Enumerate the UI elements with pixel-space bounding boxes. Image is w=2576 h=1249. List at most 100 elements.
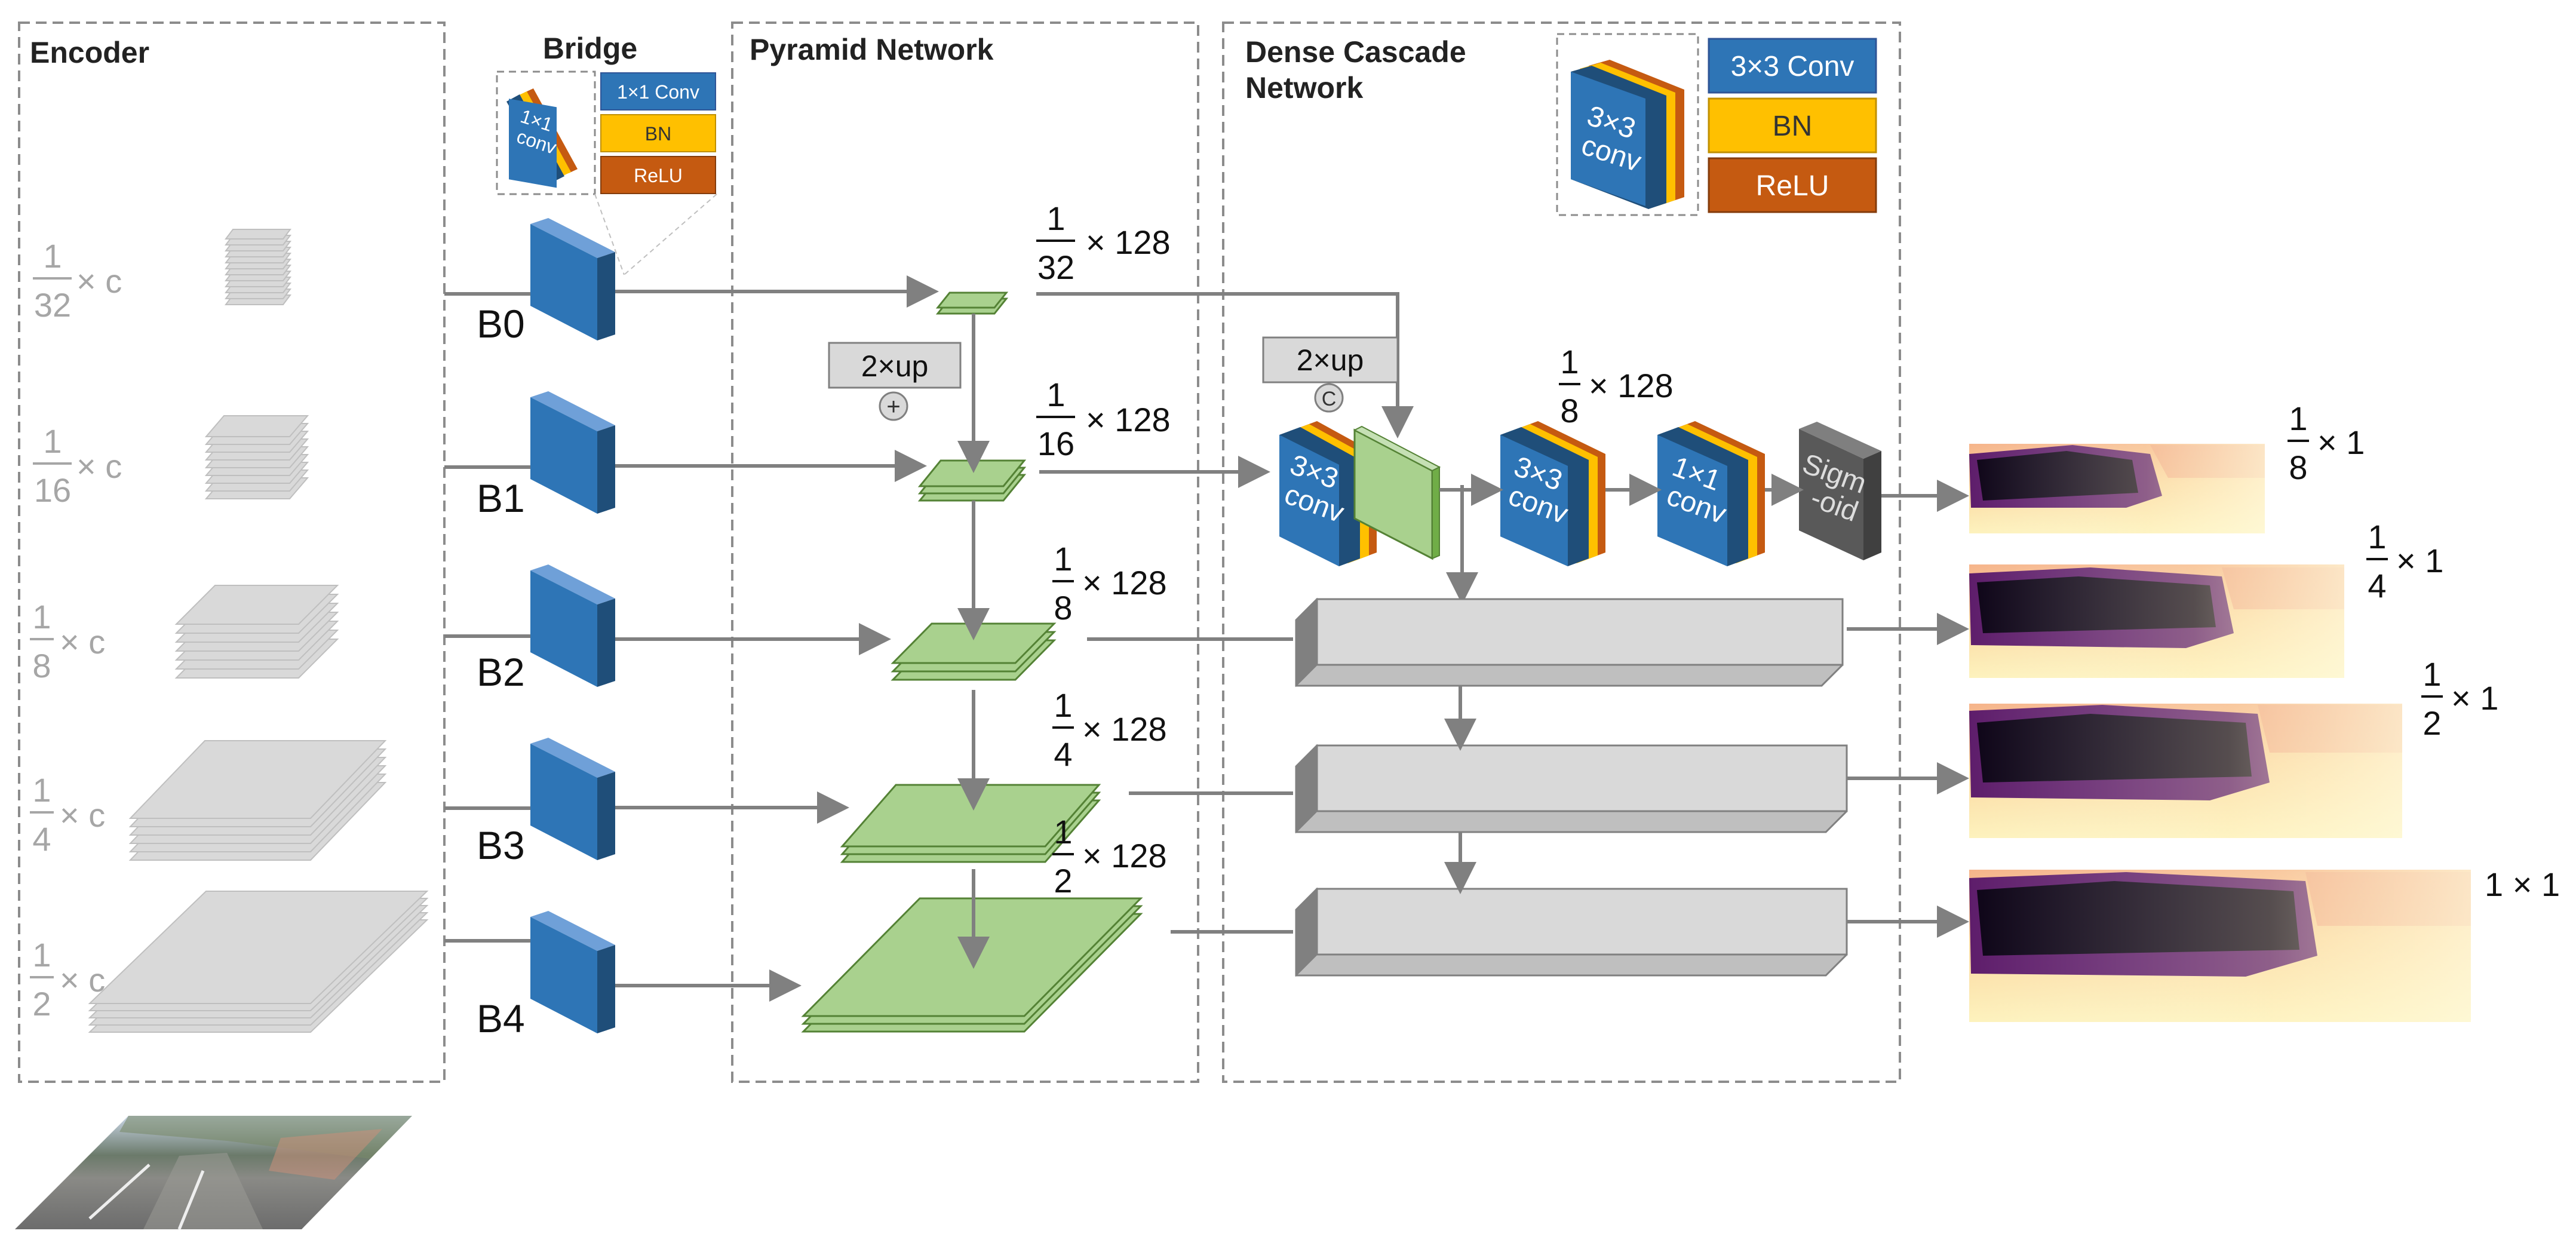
dense-sigmoid-block: Sigm -oid bbox=[1798, 422, 1881, 560]
encoder-scale-4: 1 2 × c bbox=[30, 936, 105, 1023]
encoder-scale-0-num: 1 bbox=[43, 237, 62, 275]
bridge-legend-conv-label: 1×1 Conv bbox=[617, 81, 699, 103]
pyramid-feature-1 bbox=[917, 459, 1027, 502]
bridge-legend: 1×1 conv 1×1 Conv BN ReLU bbox=[496, 70, 717, 275]
output-scale-2-suffix: × 1 bbox=[2451, 679, 2498, 717]
pyramid-scale-2: 1 8 × 128 bbox=[1052, 540, 1167, 627]
pyramid-scale-0: 1 32 × 128 bbox=[1036, 200, 1171, 286]
dense-title-line1: Dense Cascade bbox=[1245, 35, 1466, 69]
pyramid-frame bbox=[731, 22, 1199, 1083]
dense-conv1x1-block: 1×1 conv bbox=[1657, 421, 1765, 566]
pyramid-scale-2-den: 8 bbox=[1054, 589, 1072, 627]
dense-cascade-arrows bbox=[1444, 613, 1969, 938]
bridge-label-b3: B3 bbox=[477, 823, 525, 867]
output-scale-1: 1 4 × 1 bbox=[2366, 518, 2443, 604]
pyramid-to-dense-links bbox=[1036, 292, 1414, 934]
encoder-feature-stack-2 bbox=[174, 585, 339, 679]
output-scale-0-suffix: × 1 bbox=[2317, 424, 2365, 461]
pyramid-scale-4-suffix: × 128 bbox=[1082, 837, 1167, 874]
output-scale-2: 1 2 × 1 bbox=[2421, 655, 2498, 742]
encoder-scale-0: 1 32 × c bbox=[33, 237, 122, 324]
output-scale-3-suffix: 1 × 1 bbox=[2485, 866, 2560, 903]
input-image bbox=[15, 1116, 412, 1230]
pyramid-feature-0 bbox=[935, 291, 1009, 315]
encoder-scale-1-suffix: × c bbox=[76, 447, 122, 485]
encoder-scale-4-den: 2 bbox=[32, 985, 51, 1023]
pyramid-scale-2-suffix: × 128 bbox=[1082, 564, 1167, 602]
pyramid-upsample: 2×up + bbox=[828, 342, 962, 421]
pyramid-upsample-label: 2×up bbox=[861, 349, 929, 383]
encoder-scale-3-suffix: × c bbox=[60, 796, 105, 834]
encoder-scale-2: 1 8 × c bbox=[30, 598, 105, 685]
bridge-label-b1: B1 bbox=[477, 476, 525, 520]
dense-mid-scale-suffix: × 128 bbox=[1589, 367, 1674, 404]
encoder-scale-1: 1 16 × c bbox=[33, 422, 122, 509]
bridge-title: Bridge bbox=[543, 32, 637, 65]
pyramid-scale-3-num: 1 bbox=[1054, 686, 1072, 724]
pyramid-scale-1: 1 16 × 128 bbox=[1036, 376, 1171, 462]
pyramid-title: Pyramid Network bbox=[750, 33, 994, 66]
bridge-block-b2 bbox=[530, 564, 615, 687]
dense-concat-feature bbox=[1353, 425, 1441, 560]
dense-legend-bn bbox=[1708, 97, 1877, 154]
bridge-label-b4: B4 bbox=[477, 996, 525, 1041]
dense-cascade-block-3 bbox=[1295, 887, 1848, 977]
bridge-legend-bn bbox=[600, 114, 716, 152]
encoder-scale-4-num: 1 bbox=[32, 936, 51, 974]
encoder-scale-2-suffix: × c bbox=[60, 623, 105, 661]
output-depth-map-1 bbox=[1969, 564, 2344, 678]
concat-op-symbol: C bbox=[1322, 388, 1337, 410]
encoder-scale-0-den: 32 bbox=[34, 286, 71, 324]
output-scale-2-num: 1 bbox=[2423, 655, 2441, 693]
dense-title-line2: Network bbox=[1245, 71, 1363, 105]
encoder-to-bridge-links bbox=[444, 292, 530, 943]
pyramid-feature-2 bbox=[891, 622, 1057, 681]
dense-frame bbox=[1222, 22, 1901, 1083]
output-scale-1-suffix: × 1 bbox=[2396, 542, 2443, 579]
encoder-scale-3: 1 4 × c bbox=[30, 771, 105, 858]
encoder-feature-stack-4 bbox=[88, 891, 429, 1033]
encoder-feature-stack-0 bbox=[225, 229, 291, 305]
pyramid-scale-2-num: 1 bbox=[1054, 540, 1072, 578]
output-depth-map-0 bbox=[1969, 444, 2265, 533]
bridge-block-b4 bbox=[530, 911, 615, 1033]
dense-conv3x3-block-2: 3×3 conv bbox=[1500, 421, 1605, 566]
pyramid-scale-4-den: 2 bbox=[1054, 862, 1072, 900]
bridge-label-b2: B2 bbox=[477, 650, 525, 694]
encoder-title: Encoder bbox=[30, 36, 149, 69]
output-depth-map-3 bbox=[1969, 870, 2471, 1022]
dense-top-arrows bbox=[1439, 474, 1969, 604]
encoder-feature-stack-3 bbox=[128, 740, 387, 861]
encoder-scale-1-num: 1 bbox=[43, 422, 62, 460]
bridge-block-b3 bbox=[530, 738, 615, 860]
pyramid-feature-3 bbox=[840, 784, 1101, 863]
encoder-scale-3-den: 4 bbox=[32, 820, 51, 858]
dense-upsample: 2×up C bbox=[1262, 336, 1399, 413]
output-scale-1-den: 4 bbox=[2368, 567, 2386, 604]
output-scale-0: 1 8 × 1 bbox=[2288, 400, 2365, 486]
pyramid-upsample-box bbox=[828, 342, 962, 389]
dense-legend-conv bbox=[1708, 38, 1877, 94]
bridge-legend-conv bbox=[600, 72, 716, 111]
dense-upsample-box bbox=[1262, 336, 1399, 383]
pyramid-scale-4-num: 1 bbox=[1054, 813, 1072, 851]
pyramid-scale-1-suffix: × 128 bbox=[1086, 401, 1171, 438]
encoder-scale-3-num: 1 bbox=[32, 771, 51, 809]
encoder-scale-2-den: 8 bbox=[32, 647, 51, 685]
encoder-scale-0-suffix: × c bbox=[76, 262, 122, 300]
output-scale-2-den: 2 bbox=[2423, 704, 2441, 742]
dense-legend-conv-label: 3×3 Conv bbox=[1731, 51, 1855, 82]
encoder-scale-2-num: 1 bbox=[32, 598, 51, 636]
add-op-icon bbox=[879, 391, 908, 421]
pyramid-scale-0-den: 32 bbox=[1037, 248, 1074, 286]
dense-conv3x3-block-1: 3×3 conv bbox=[1279, 421, 1377, 566]
add-op-symbol: + bbox=[886, 394, 900, 420]
dense-legend-bn-label: BN bbox=[1773, 111, 1813, 142]
output-scale-1-num: 1 bbox=[2368, 518, 2386, 556]
output-scale-0-den: 8 bbox=[2289, 449, 2307, 486]
pyramid-scale-3-den: 4 bbox=[1054, 735, 1072, 773]
encoder-feature-stack-1 bbox=[204, 415, 309, 499]
output-scale-3: 1 × 1 bbox=[2485, 866, 2560, 903]
dense-legend-relu bbox=[1708, 157, 1877, 213]
dense-legend: 3×3 conv 3×3 Conv BN ReLU bbox=[1556, 33, 1877, 216]
